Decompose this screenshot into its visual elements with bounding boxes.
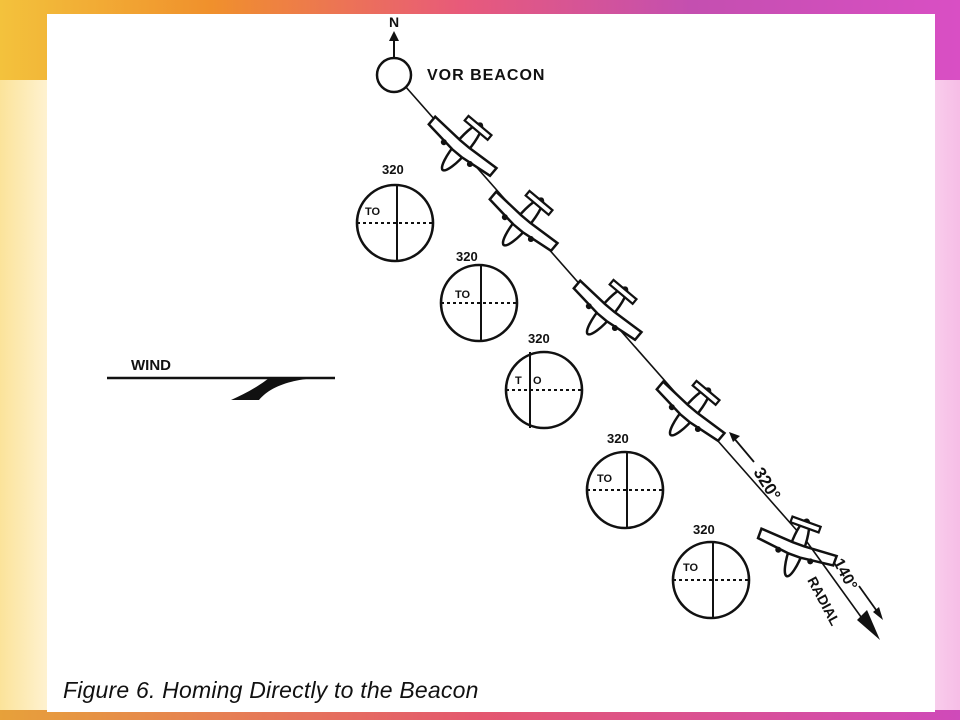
radial-line <box>806 541 870 629</box>
indicator-course-label: 320 <box>456 249 478 264</box>
vor-beacon-icon <box>375 56 413 94</box>
wind-arrow-icon <box>231 378 317 400</box>
vor-indicator: 320 TO <box>355 162 435 263</box>
indicator-to-flag: TO <box>597 473 613 485</box>
indicator-course-label: 320 <box>528 331 550 346</box>
radial-value-label: 140° <box>829 556 860 593</box>
figure-panel: N VOR BEACON WIND 320° 140° RADIAL 320 <box>47 14 935 712</box>
aircraft-icon <box>555 261 659 361</box>
vor-indicator: 320 TO <box>439 249 519 343</box>
indicator-to-flag: TO <box>455 289 471 301</box>
vor-indicator: 320 TO <box>671 522 751 620</box>
wind-label: WIND <box>131 357 171 374</box>
indicator-to-flag: TO <box>365 206 381 218</box>
figure-caption: Figure 6. Homing Directly to the Beacon <box>63 677 479 703</box>
indicator-course-label: 320 <box>382 162 404 177</box>
north-label: N <box>389 14 399 30</box>
indicator-course-label: 320 <box>693 522 715 537</box>
radial-arrowhead-icon <box>857 610 880 640</box>
aircraft-icon <box>638 362 742 462</box>
course-arrowhead-icon <box>729 432 740 442</box>
homing-diagram: N VOR BEACON WIND 320° 140° RADIAL 320 <box>107 14 883 640</box>
radial-value-arrow <box>858 585 880 615</box>
slide-bottom-strip <box>0 710 960 720</box>
radial-word-label: RADIAL <box>804 574 843 629</box>
vor-beacon-label: VOR BEACON <box>427 67 545 84</box>
aircraft-icon <box>410 97 514 197</box>
indicator-to-flag: TO <box>683 562 699 574</box>
vor-indicator: 320 TO <box>585 431 665 530</box>
radial-value-arrowhead-icon <box>873 607 883 620</box>
indicator-t-flag: T <box>515 375 522 387</box>
aircraft-icon <box>747 504 847 592</box>
course-direction-arrow <box>732 436 755 463</box>
indicator-o-flag: O <box>533 375 542 387</box>
course-label: 320° <box>750 464 785 504</box>
aircraft-icon <box>471 172 575 272</box>
north-arrowhead-icon <box>389 31 399 41</box>
indicator-course-label: 320 <box>607 431 629 446</box>
vor-indicator: 320 T O <box>504 331 584 430</box>
